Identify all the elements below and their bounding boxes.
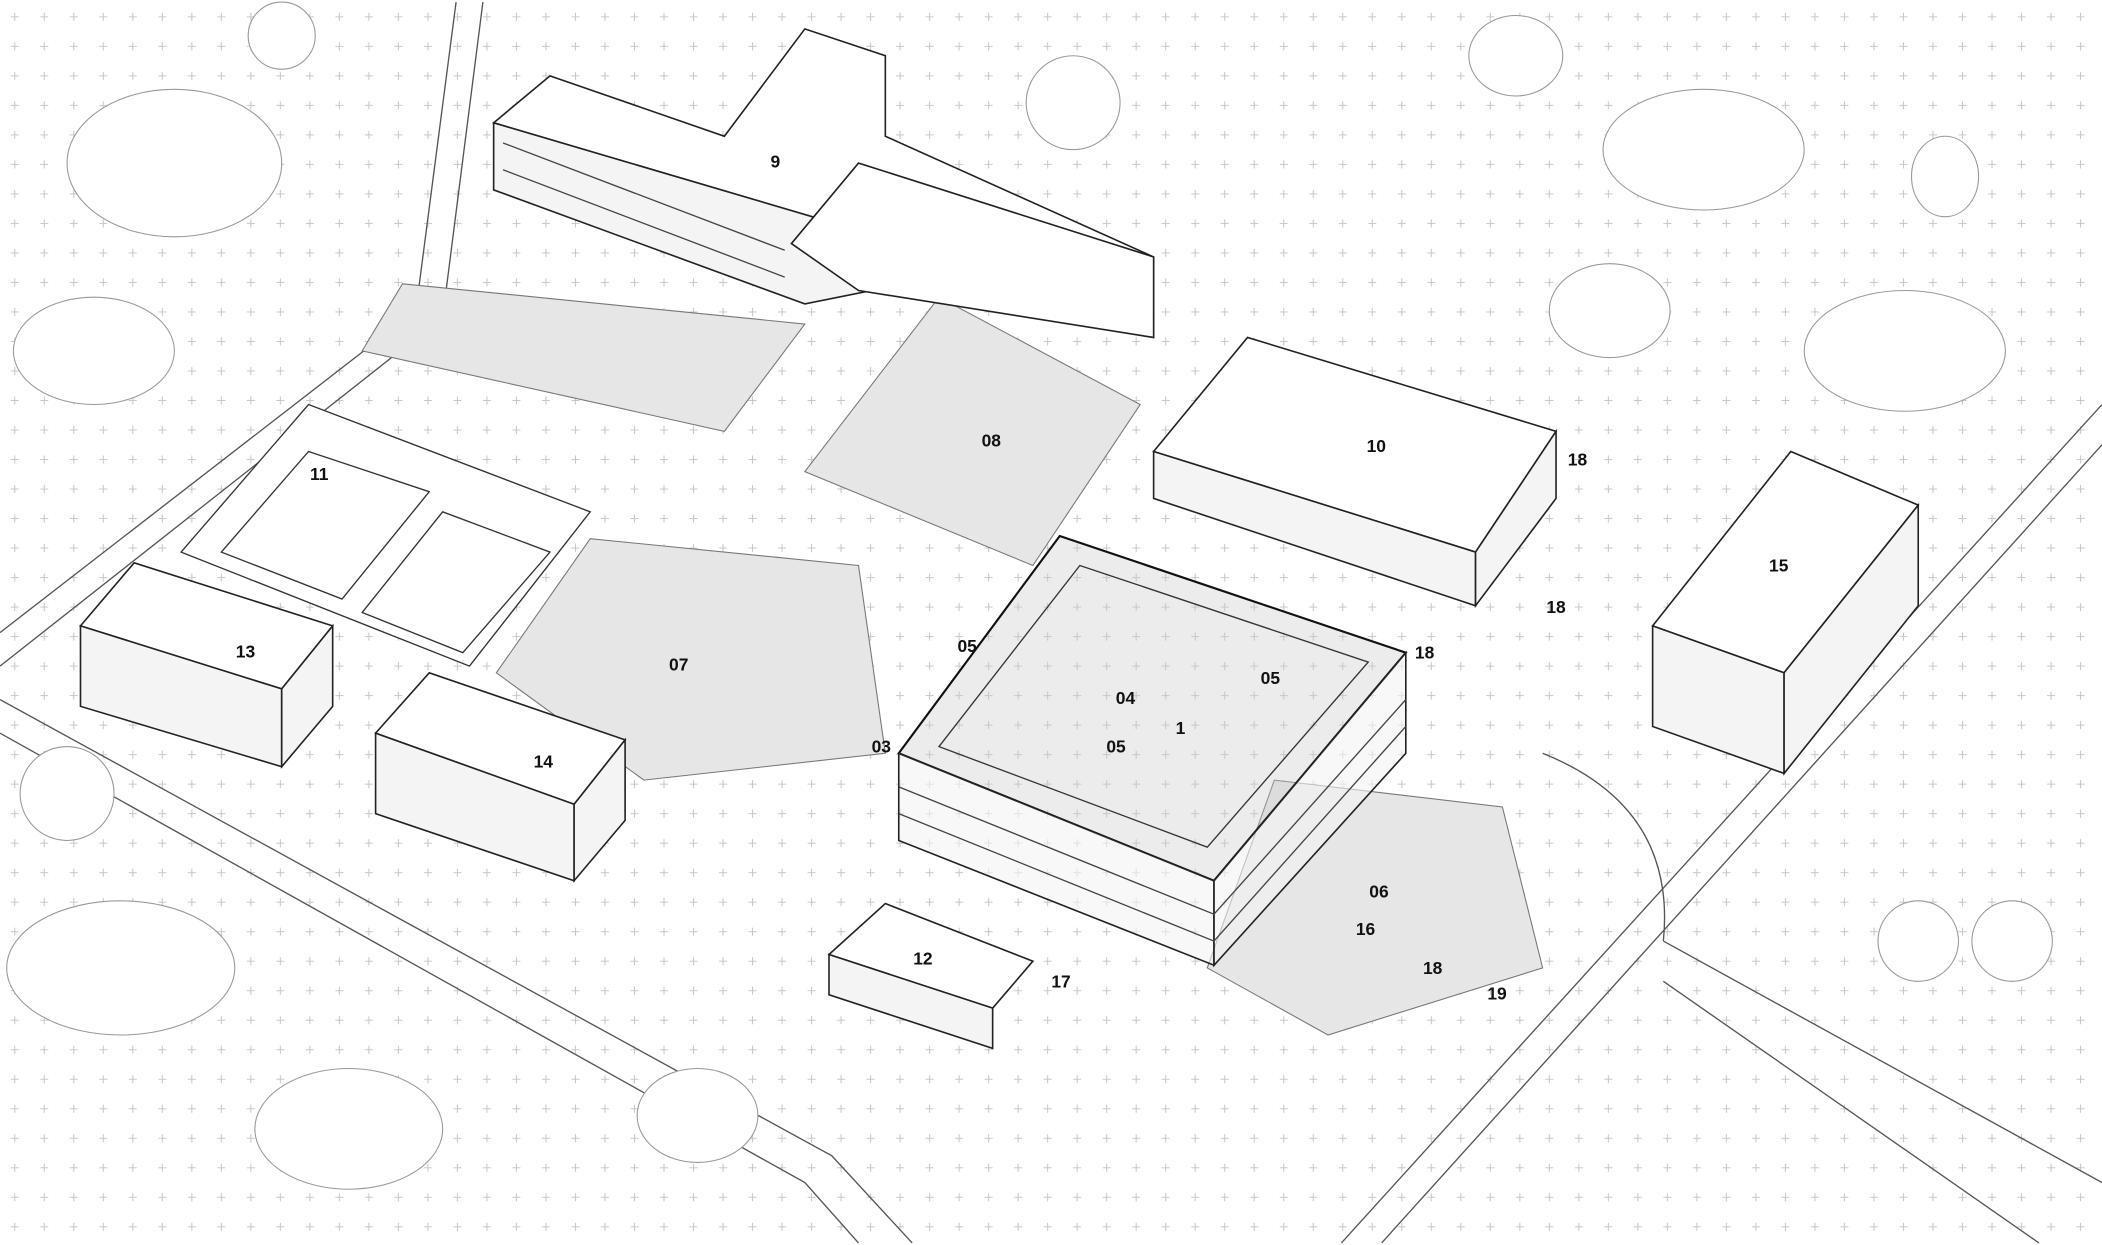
label-building-13: 13 xyxy=(236,641,256,661)
label-building-9: 9 xyxy=(770,152,780,172)
label-area-16: 16 xyxy=(1356,919,1376,939)
label-area-18: 18 xyxy=(1423,958,1443,978)
label-area-08: 08 xyxy=(982,431,1002,451)
tennis-courts xyxy=(179,403,592,667)
label-building-14: 14 xyxy=(534,751,554,771)
label-area-18: 18 xyxy=(1546,597,1566,617)
building-15 xyxy=(1651,450,1920,776)
label-area-05: 05 xyxy=(1261,668,1281,688)
labels: 9 10 11 13 14 15 12 07 08 05 05 05 04 1 … xyxy=(236,152,1789,1004)
label-building-1: 1 xyxy=(1176,718,1186,738)
label-area-05: 05 xyxy=(957,636,977,656)
building-14 xyxy=(374,671,627,883)
label-building-15: 15 xyxy=(1769,555,1789,575)
label-area-19: 19 xyxy=(1487,983,1507,1003)
courtyard-08 xyxy=(803,296,1141,567)
label-area-04: 04 xyxy=(1116,688,1136,708)
building-12 xyxy=(827,902,1035,1050)
building-13 xyxy=(79,561,335,769)
trees xyxy=(6,1,2053,1190)
label-area-03: 03 xyxy=(872,737,892,757)
label-area-18: 18 xyxy=(1415,643,1435,663)
label-area-11: 11 xyxy=(310,464,329,484)
label-area-17: 17 xyxy=(1051,971,1070,991)
label-area-05: 05 xyxy=(1106,737,1126,757)
building-10 xyxy=(1152,336,1558,609)
walkway-parking xyxy=(361,283,806,432)
label-building-10: 10 xyxy=(1367,436,1386,456)
label-building-12: 12 xyxy=(913,948,932,968)
building-1-main xyxy=(897,534,1408,968)
building-9 xyxy=(491,27,1155,339)
label-area-06: 06 xyxy=(1369,881,1389,901)
label-area-07: 07 xyxy=(669,655,688,675)
label-area-18: 18 xyxy=(1568,449,1588,469)
